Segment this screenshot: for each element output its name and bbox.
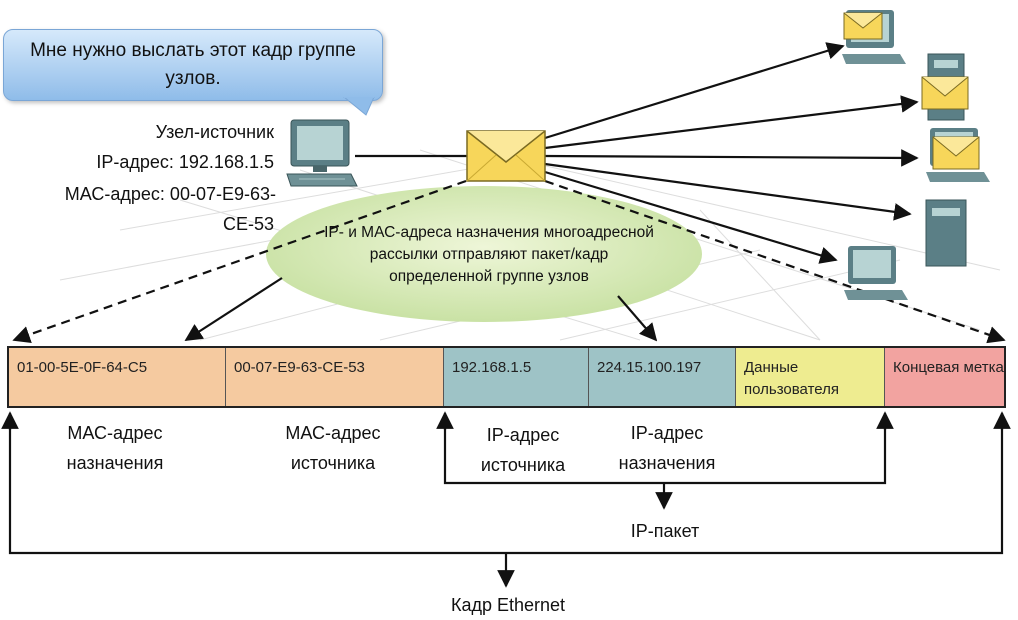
speech-bubble: Мне нужно выслать этот кадр группе узлов…: [3, 29, 383, 101]
caption-src-ip: IP-адрес источника: [448, 420, 598, 480]
ellipse-line-1: IP- и МАС-адреса назначения многоадресно…: [324, 224, 654, 241]
caption-src-mac: МАС-адрес источника: [258, 418, 408, 478]
ellipse-text: IP- и МАС-адреса назначения многоадресно…: [292, 222, 686, 288]
caption-src-mac-1: МАС-адрес: [285, 423, 381, 443]
caption-ip-packet: IP-пакет: [630, 521, 700, 541]
caption-dst-mac: МАС-адрес назначения: [40, 418, 190, 478]
speech-line-2: узлов.: [165, 68, 221, 89]
envelope-icon: [466, 130, 546, 182]
caption-src-ip-2: источника: [480, 455, 566, 475]
ellipse-line-3: определенной группе узлов: [389, 268, 589, 285]
envelope-icon: [932, 136, 980, 170]
field-trailer: Концевая метка: [885, 348, 1004, 406]
computer-icon: [286, 119, 358, 187]
speech-bubble-tail: [343, 97, 375, 116]
caption-dst-ip-2: назначения: [618, 453, 716, 473]
destination-computer-icon: [844, 246, 908, 300]
caption-dst-mac-1: МАС-адрес: [67, 423, 163, 443]
field-src-ip: 192.168.1.5: [444, 348, 589, 406]
speech-line-1: Мне нужно выслать этот кадр группе: [30, 40, 356, 61]
caption-dst-ip-1: IP-адрес: [630, 423, 704, 443]
source-host-mac-1: МАС-адрес: 00-07-E9-63-: [64, 184, 276, 204]
caption-dst-mac-2: назначения: [66, 453, 164, 473]
caption-dst-ip: IP-адрес назначения: [592, 418, 742, 478]
server-icon: [925, 199, 967, 267]
caption-ethernet-frame: Кадр Ethernet: [450, 595, 566, 615]
field-src-mac: 00-07-E9-63-CE-53: [226, 348, 444, 406]
source-host-ip: IP-адрес: 192.168.1.5: [96, 152, 274, 172]
ellipse-line-2: рассылки отправляют пакет/кадр: [369, 246, 609, 263]
source-host-mac-2: CE-53: [222, 214, 274, 234]
field-user-data: Данные пользователя: [736, 348, 885, 406]
caption-src-mac-2: источника: [290, 453, 376, 473]
envelope-icon: [921, 76, 969, 110]
ethernet-frame-box: [7, 346, 1006, 408]
envelope-icon: [843, 12, 883, 40]
source-host-title: Узел-источник: [155, 122, 274, 142]
caption-src-ip-1: IP-адрес: [486, 425, 560, 445]
field-dst-mac: 01-00-5E-0F-64-C5: [9, 348, 226, 406]
field-dst-ip: 224.15.100.197: [589, 348, 736, 406]
